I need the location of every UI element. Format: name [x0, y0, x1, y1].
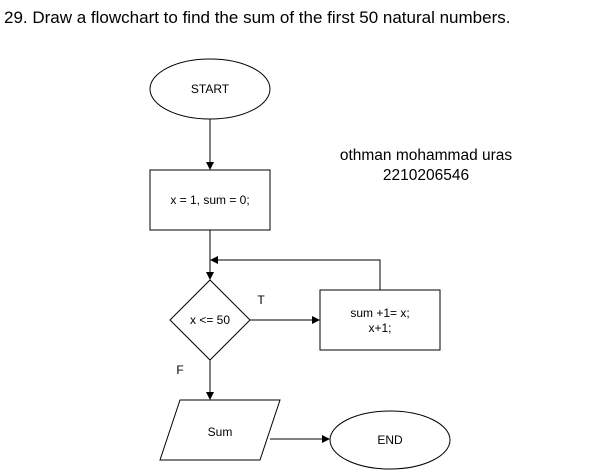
end-label: END [377, 433, 403, 447]
author-id: 2210206546 [382, 167, 470, 184]
output-label: Sum [208, 425, 233, 439]
decision-label: x <= 50 [190, 313, 230, 327]
init-label: x = 1, sum = 0; [170, 193, 249, 207]
true-label: T [257, 293, 265, 307]
output-node: Sum [159, 399, 281, 461]
init-rect [149, 169, 271, 231]
process-label-line2: x+1; [368, 321, 391, 335]
output-parallelogram [159, 399, 281, 461]
author-name: othman mohammad uras [339, 147, 513, 164]
end-ellipse [329, 410, 451, 470]
end-node: END [329, 410, 451, 470]
process-rect [319, 289, 441, 351]
connector-loop-back [210, 256, 381, 290]
start-node: START [149, 58, 271, 120]
process-label-line1: sum +1= x; [350, 306, 409, 320]
question-text: 29. Draw a flowchart to find the sum of … [4, 8, 511, 27]
author-block: othman mohammad uras 2210206546 [316, 146, 536, 186]
init-node: x = 1, sum = 0; [149, 169, 271, 231]
false-label: F [176, 363, 183, 377]
decision-node: x <= 50 [169, 279, 251, 361]
process-node: sum +1= x; x+1; [319, 289, 441, 351]
start-label: START [191, 82, 230, 96]
